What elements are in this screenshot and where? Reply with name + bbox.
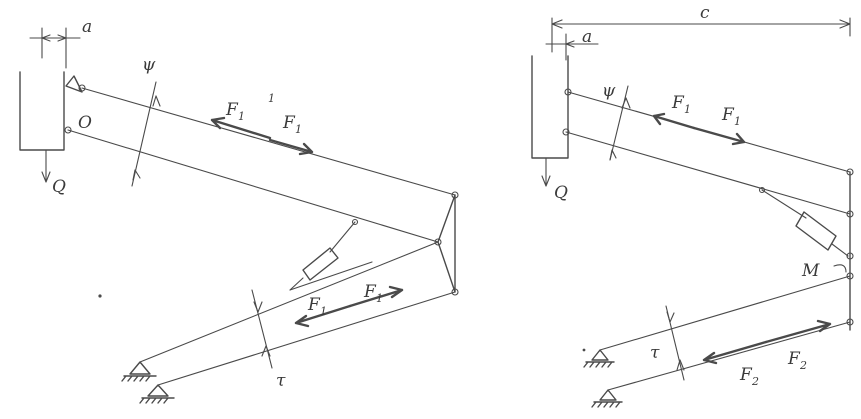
right-col-pin-3 [846,252,854,260]
right-wall [531,55,569,159]
right-label-F2b: F [787,349,801,369]
left-label-F1a-sub: 1 [238,110,245,123]
right-F2-arrow-left [702,340,768,365]
left-label-psi: ψ [142,55,156,75]
left-load-Q-arrow [41,149,51,183]
right-label-M: M [801,261,820,281]
left-rocker-pin-bot [451,288,459,296]
left-F1-arrow-lower-left [294,304,352,328]
right-label-F2a: F [739,365,753,385]
right-mechanism-sketch: c a Q ψ F 1 F 1 [531,3,854,408]
right-label-F1b-sub: 1 [734,115,741,128]
right-col-pin-4 [846,318,854,326]
right-F2-arrow-right [764,319,832,344]
right-label-F2a-sub: 2 [751,375,759,388]
right-lower-link-1 [599,275,851,351]
left-cylinder-tail [289,277,304,291]
left-tau-line [251,289,273,369]
right-label-F1a: F [671,93,685,113]
left-F1-arrow-right [268,138,314,156]
right-cylinder-body [795,211,837,251]
right-cylinder-pin [758,186,766,194]
right-tau-arrows [666,311,685,371]
left-ground-support-1 [121,361,157,382]
right-label-a: a [582,27,592,47]
left-psi-arrows [132,95,161,181]
left-upper-beam [81,87,456,196]
right-pivot-pin [562,128,570,136]
left-dim-a-lines [29,27,81,69]
right-label-psi: ψ [602,81,616,101]
left-label-F1b-sub: 1 [295,123,302,136]
left-top-pivot [65,75,83,93]
left-label-tau: τ [276,371,286,391]
left-cylinder-pin [351,218,359,226]
right-psi-line [609,85,629,161]
right-label-F1a-sub: 1 [684,103,691,116]
left-label-F1d: F [363,282,377,302]
left-label-F1c: F [307,295,321,315]
right-dim-a [545,33,599,61]
left-mechanism-sketch: a O Q ψ F 1 F 1 1 [19,17,459,404]
right-dim-c [551,17,851,53]
left-label-Q: Q [52,177,66,197]
left-stray-dot [98,294,102,298]
right-col-pin-2 [846,210,854,218]
left-F1-arrow-lower-right [348,285,404,308]
left-lower-beam [67,129,439,243]
right-top-pin [564,88,572,96]
left-pivot-O [64,126,72,134]
right-cylinder-tail [831,243,849,257]
right-cylinder-rod [761,189,807,219]
right-stray-dot [582,348,586,352]
left-cylinder-rod [329,221,356,253]
left-lower-link-1 [139,241,439,363]
left-ground-support-2 [139,384,175,404]
left-dim-a-arrows [41,34,67,42]
left-rocker-pin-top [451,191,459,199]
right-label-Q: Q [554,183,568,203]
left-label-F1b: F [282,113,296,133]
left-lower-link-2 [157,291,456,386]
right-label-F1b: F [721,105,735,125]
left-top-pin [78,84,86,92]
right-col-pin-M [846,272,854,280]
left-label-tick: 1 [268,92,275,105]
right-psi-arrows [609,97,631,161]
left-cylinder-body [302,247,339,281]
right-label-tau: τ [650,343,660,363]
right-lower-beam [565,131,851,215]
left-F1-arrow-left [210,116,272,140]
right-moment-M-arc [833,264,847,273]
left-rocker-pin-mid [434,238,442,246]
left-tau-arrows [253,301,271,357]
left-label-F1d-sub: 1 [376,292,383,305]
left-psi-line [131,81,157,187]
left-label-F1a: F [225,100,239,120]
right-lower-link-2 [607,321,851,391]
right-F1-arrow-right [692,126,746,146]
right-load-Q-arrow [541,157,551,187]
right-ground-support-1 [583,349,615,368]
right-ground-support-2 [591,389,623,408]
left-lower-link-hatch [289,261,373,291]
right-col-pin-1 [846,168,854,176]
left-label-a: a [82,17,92,37]
right-label-c: c [700,3,710,23]
left-label-O: O [78,113,92,133]
right-F1-arrow-left [652,112,696,130]
left-wall [19,71,65,151]
right-label-F2b-sub: 2 [799,359,807,372]
left-label-F1c-sub: 1 [320,305,327,318]
